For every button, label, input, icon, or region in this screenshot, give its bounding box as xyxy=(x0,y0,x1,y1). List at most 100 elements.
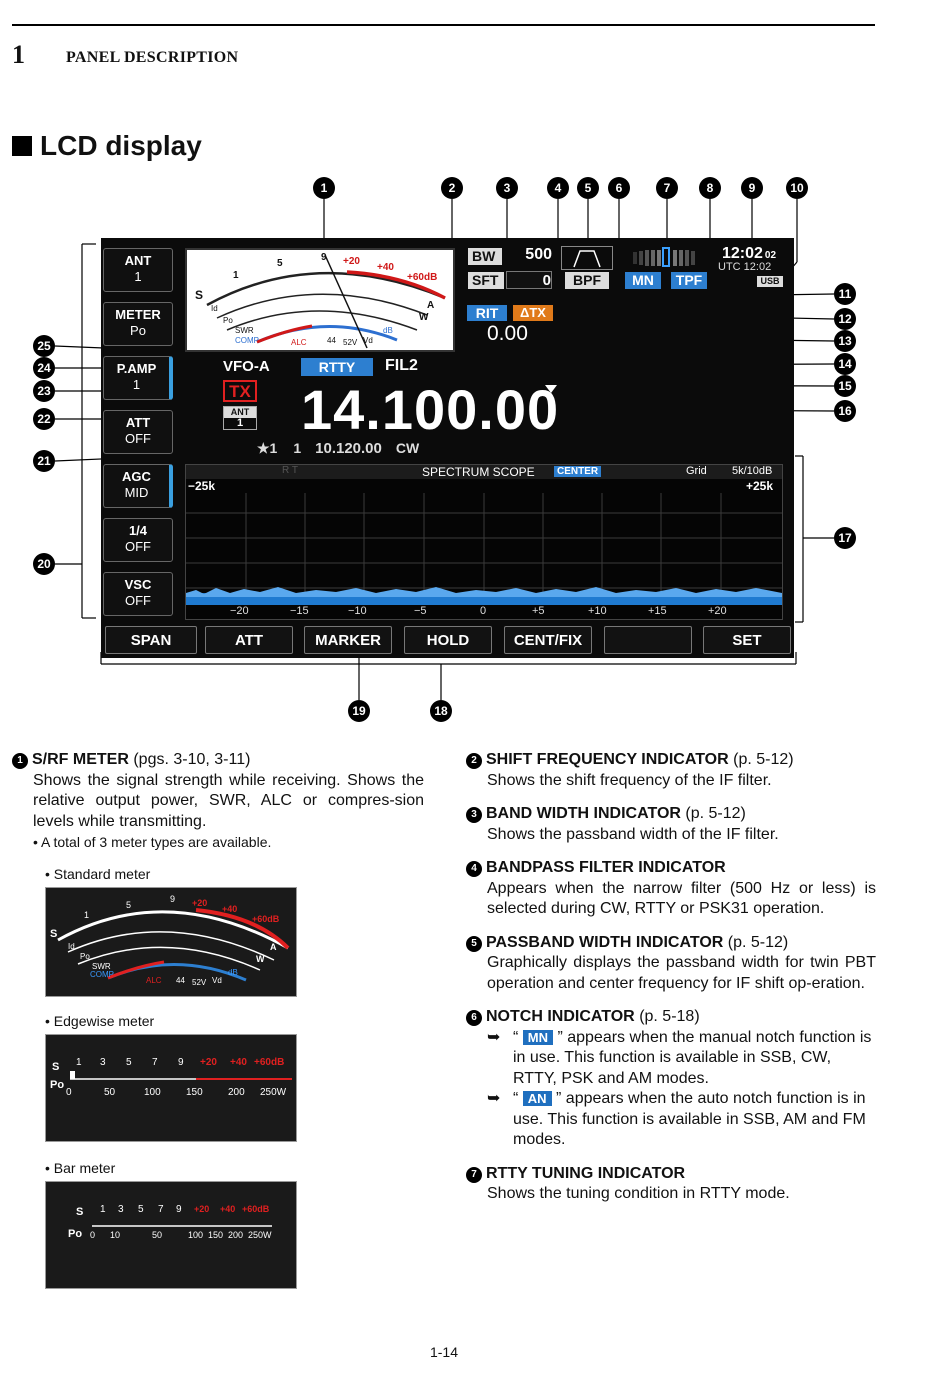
meter-arcs xyxy=(206,254,446,349)
callout-19: 19 xyxy=(348,700,370,722)
usb-indicator: USB xyxy=(757,276,783,287)
edge-po-tick: 0 xyxy=(66,1087,72,1098)
meter-44-label: 44 xyxy=(327,336,336,345)
mode-indicator: RTTY xyxy=(301,358,373,376)
meter-label: METER xyxy=(115,307,161,322)
std-comp-label: COMP xyxy=(90,970,114,979)
edge-scale xyxy=(70,1071,292,1080)
scope-tick: −15 xyxy=(290,605,309,617)
span-button[interactable]: SPAN xyxy=(105,626,197,654)
spectrum-scope[interactable]: R T SPECTRUM SCOPE CENTER Grid 5k/10dB −… xyxy=(185,464,783,620)
item-6-mn: ➥“ MN ” appears when the manual notch fu… xyxy=(487,1028,872,1087)
bar-scale xyxy=(92,1225,272,1227)
att-button[interactable]: ATT xyxy=(205,626,293,654)
std-s-label: S xyxy=(50,928,58,940)
std-tick-60: +60dB xyxy=(252,914,280,924)
callout-11: 11 xyxy=(834,283,856,305)
vsc-value: OFF xyxy=(125,593,151,608)
antenna-indicator-label: ANT xyxy=(224,407,256,418)
cent-fix-button[interactable]: CENT/FIX xyxy=(504,626,592,654)
edge-po-tick: 150 xyxy=(186,1087,203,1098)
item-2-body: Shows the shift frequency of the IF filt… xyxy=(487,771,772,789)
item-6-mn-text: ” appears when the manual notch function… xyxy=(513,1028,872,1087)
chapter-title: PANEL DESCRIPTION xyxy=(66,49,239,66)
section-title: LCD display xyxy=(12,130,202,162)
item-7-title: RTTY TUNING INDICATOR xyxy=(486,1164,686,1182)
callout-24: 24 xyxy=(33,357,55,379)
bar-po-tick: 100 xyxy=(188,1230,204,1240)
edge-s-tick: 9 xyxy=(178,1057,184,1068)
bar-s-tick: 9 xyxy=(176,1204,182,1215)
ant-label: ANT xyxy=(124,253,152,268)
memo-ch: 1 xyxy=(293,440,302,456)
bw-label: BW xyxy=(468,248,502,265)
bar-s-tick: 3 xyxy=(118,1204,124,1215)
std-44-label: 44 xyxy=(176,976,185,985)
scope-tick: −5 xyxy=(414,605,427,617)
agc-label: AGC xyxy=(122,469,151,484)
std-tick-1: 1 xyxy=(84,910,90,920)
tpf-indicator: TPF xyxy=(671,272,707,289)
scope-tick: +5 xyxy=(532,605,545,617)
bar-po-tick: 10 xyxy=(110,1230,121,1240)
att-value: OFF xyxy=(125,431,151,446)
section-title-text: LCD display xyxy=(40,130,202,161)
bar-meter-label: • Bar meter xyxy=(45,1160,116,1176)
callout-17: 17 xyxy=(834,527,856,549)
edgewise-meter-label: • Edgewise meter xyxy=(45,1013,155,1029)
meter-w-label: W xyxy=(419,312,429,323)
number-6-icon: 6 xyxy=(466,1010,482,1026)
set-button[interactable]: SET xyxy=(703,626,791,654)
scope-tick: −20 xyxy=(230,605,249,617)
meter-scale-20: +20 xyxy=(343,256,360,267)
item-3-body: Shows the passband width of the IF filte… xyxy=(487,825,779,843)
edge-po-tick: 200 xyxy=(228,1087,245,1098)
edge-s-tick: 5 xyxy=(126,1057,132,1068)
number-4-icon: 4 xyxy=(466,861,482,877)
callout-20: 20 xyxy=(33,553,55,575)
item-5-title: PASSBAND WIDTH INDICATOR xyxy=(486,933,724,951)
item-2-ref: (p. 5-12) xyxy=(733,751,794,768)
standard-meter-arcs xyxy=(57,908,290,982)
an-badge: AN xyxy=(522,1091,552,1106)
edge-s-tick: 3 xyxy=(100,1057,106,1068)
rtty-tuning-indicator xyxy=(625,246,705,268)
std-id-label: Id xyxy=(68,942,75,951)
bw-value: 500 xyxy=(525,246,552,263)
std-52v-label: 52V xyxy=(192,978,207,987)
ant-value: 1 xyxy=(134,269,142,284)
bar-meter: S Po 1 3 5 7 9 +20 +40 +60dB 0 10 50 100… xyxy=(45,1181,297,1289)
pamp-value: 1 xyxy=(132,377,141,392)
callout-16: 16 xyxy=(834,400,856,422)
hold-button[interactable]: HOLD xyxy=(404,626,492,654)
standard-meter: S 1 5 9 +20 +40 +60dB Id Po SWR COMP ALC… xyxy=(45,887,297,997)
meter-a-label: A xyxy=(427,300,435,311)
callout-10: 10 xyxy=(786,177,808,199)
edge-s-red-tick: +20 xyxy=(200,1057,217,1068)
edge-s-tick: 1 xyxy=(76,1057,82,1068)
number-3-icon: 3 xyxy=(466,807,482,823)
sft-value: 0 xyxy=(506,271,552,289)
tx-indicator: TX xyxy=(223,380,257,402)
item-6-an-text: ” appears when the auto notch function i… xyxy=(513,1090,866,1148)
passband-icon xyxy=(573,250,601,268)
std-tick-9: 9 xyxy=(170,894,176,904)
clock-time: 12:02 xyxy=(722,245,763,262)
blank-button[interactable] xyxy=(604,626,692,654)
scope-tick: +10 xyxy=(588,605,607,617)
bar-po-tick: 150 xyxy=(208,1230,224,1240)
scope-tick: −10 xyxy=(348,605,367,617)
marker-button[interactable]: MARKER xyxy=(304,626,392,654)
callout-14: 14 xyxy=(834,353,856,375)
